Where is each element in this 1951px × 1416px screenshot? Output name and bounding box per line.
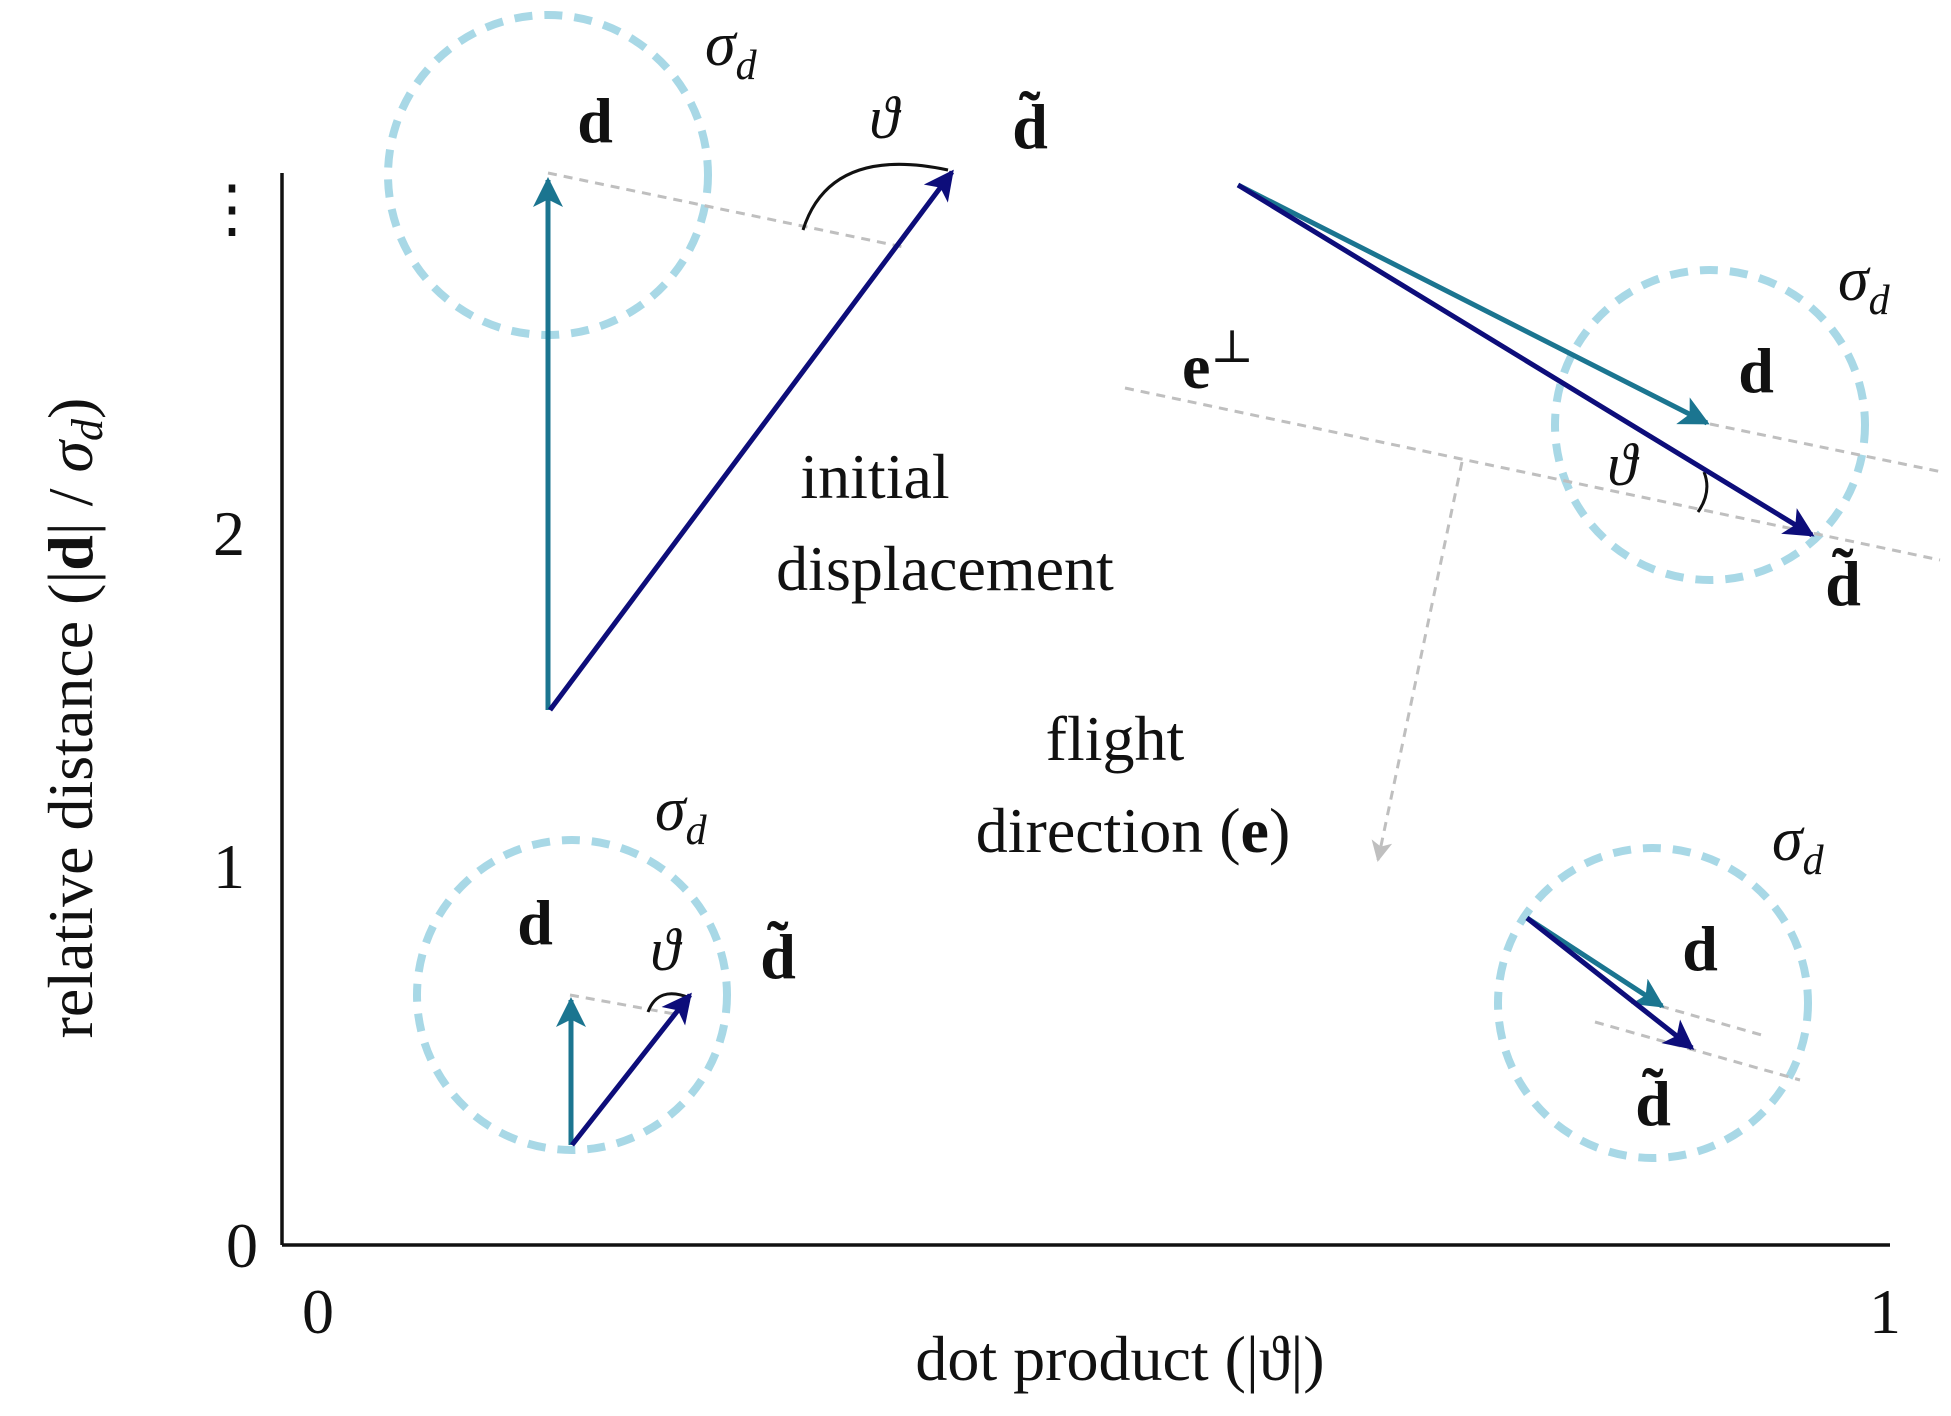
- label-sigma-top-right: σd: [1838, 246, 1891, 324]
- label-d-top-left: d: [577, 85, 613, 156]
- sigma-symbol-top-left: σ: [705, 11, 738, 79]
- x-axis-label: dot product (|ϑ|): [915, 1323, 1324, 1394]
- y-axis-label: relative distance (|d| / σd): [35, 398, 112, 1039]
- label-theta-top-left: ϑ: [869, 85, 902, 151]
- guide-line-top-right: [1709, 422, 1943, 474]
- x-tick-0: 0: [302, 1276, 334, 1347]
- perp-superscript: ⊥: [1210, 321, 1253, 372]
- label-sigma-bottom-left: σd: [655, 776, 708, 854]
- sigma-sub-bottom-right: d: [1803, 838, 1825, 884]
- y-axis-label-sigma: σ: [35, 439, 106, 473]
- label-d-top-right: d: [1738, 335, 1774, 406]
- sigma-symbol-bottom-right: σ: [1772, 806, 1805, 874]
- e-perp-symbol: e: [1182, 331, 1210, 402]
- initial-displacement-line1: initial: [800, 441, 949, 512]
- initial-displacement-line2: displacement: [776, 533, 1114, 604]
- label-d-bottom-right: d: [1682, 913, 1718, 984]
- flight-direction-prefix: direction (: [976, 795, 1241, 866]
- guide-line-bottom-right-upper: [1659, 1004, 1766, 1038]
- angle-arc-top-right: [1696, 471, 1709, 513]
- label-d-tilde-top-left: d̃: [1012, 91, 1048, 162]
- y-axis-continuation: ⋮: [200, 173, 264, 244]
- label-d-tilde-top-right: d̃: [1825, 548, 1861, 619]
- y-tick-2: 2: [213, 498, 245, 569]
- flight-direction-line1: flight: [1046, 703, 1185, 774]
- d-tilde-vector-top-left: [547, 169, 955, 712]
- y-tick-0: 0: [226, 1210, 258, 1281]
- sigma-symbol-top-right: σ: [1838, 246, 1871, 314]
- d-tilde-vector-bottom-left: [570, 992, 692, 1147]
- label-theta-bottom-left: ϑ: [650, 917, 683, 983]
- y-axis-label-bold: d: [35, 535, 106, 571]
- guide-line-top-left: [547, 171, 904, 249]
- flight-direction-bold: e: [1241, 795, 1269, 866]
- y-axis-label-prefix: relative distance (|: [35, 571, 106, 1039]
- flight-direction-arrow: [1371, 461, 1464, 863]
- label-d-bottom-left: d: [517, 887, 553, 958]
- x-tick-1: 1: [1869, 1276, 1901, 1347]
- uncertainty-circle-bottom-right: [1494, 844, 1812, 1162]
- label-theta-top-right: ϑ: [1607, 432, 1640, 498]
- uncertainty-circle-bottom-left: [413, 836, 731, 1154]
- label-e-perp: e⊥: [1182, 321, 1254, 402]
- sigma-sub-bottom-left: d: [686, 808, 708, 854]
- d-tilde-vector-bottom-right: [1525, 916, 1695, 1050]
- label-d-tilde-bottom-right: d̃: [1635, 1068, 1671, 1139]
- angle-arc-top-left: [801, 162, 949, 231]
- d-vector-top-right: [1236, 182, 1710, 426]
- label-sigma-top-left: σd: [705, 11, 758, 89]
- flight-direction-line2: direction (e): [976, 795, 1291, 866]
- y-axis-label-sub: d: [63, 418, 112, 441]
- guide-line-bottom-left: [569, 993, 681, 1017]
- flight-direction-suffix: ): [1269, 795, 1290, 866]
- y-axis-label-suffix: ): [35, 398, 106, 419]
- uncertainty-circle-top-right: [1551, 266, 1869, 584]
- y-tick-1: 1: [213, 831, 245, 902]
- sigma-sub-top-right: d: [1869, 278, 1891, 324]
- e-perp-guide-line: [1124, 386, 1941, 562]
- d-tilde-vector-top-right: [1236, 182, 1815, 538]
- y-axis-label-mid: | /: [35, 473, 106, 536]
- sigma-sub-top-left: d: [736, 43, 758, 89]
- sigma-symbol-bottom-left: σ: [655, 776, 688, 844]
- guide-line-bottom-right-lower: [1594, 1020, 1801, 1082]
- label-d-tilde-bottom-left: d̃: [760, 921, 796, 992]
- label-sigma-bottom-right: σd: [1772, 806, 1825, 884]
